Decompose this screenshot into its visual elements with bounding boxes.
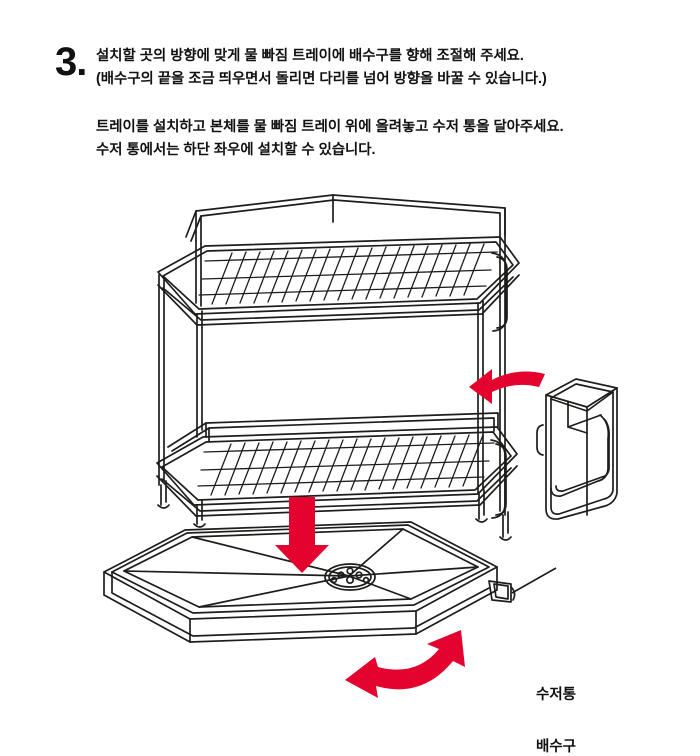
instruction-line: (배수구의 끝을 조금 띄우면서 돌리면 다리를 넘어 방향을 바꿀 수 있습니… — [96, 71, 547, 87]
rotate-tray-arrow — [345, 630, 465, 698]
drain-strainer — [324, 563, 376, 591]
step-number: 3. — [55, 40, 87, 84]
rack-legs — [157, 236, 512, 541]
instruction-paragraph-primary: 설치할 곳의 방향에 맞게 물 빠짐 트레이에 배수구를 향해 조절해 주세요.… — [96, 45, 688, 91]
direction-arrows — [275, 369, 545, 698]
instruction-block: 3. 설치할 곳의 방향에 맞게 물 빠짐 트레이에 배수구를 향해 조절해 주… — [0, 0, 700, 180]
drain-spout — [488, 580, 516, 603]
attach-utensil-holder-arrow — [469, 369, 545, 404]
label-utensil-holder: 수저통 — [536, 687, 577, 703]
instruction-line: 수저 통에서는 하단 좌우에 설치할 수 있습니다. — [96, 142, 376, 158]
drip-tray — [103, 521, 516, 643]
utensil-holder — [536, 378, 618, 520]
drain-label-leader-line — [511, 567, 557, 594]
lower-shelf-grate — [197, 434, 495, 496]
product-illustration: 수저통 배수구 — [0, 175, 700, 755]
upper-shelf-grate — [198, 243, 498, 305]
instruction-line: 설치할 곳의 방향에 맞게 물 빠짐 트레이에 배수구를 향해 조절해 주세요. — [96, 48, 524, 64]
instruction-line: 트레이를 설치하고 본체를 물 빠짐 트레이 위에 올려놓고 수저 통을 달아주… — [96, 119, 564, 135]
rack-lower-shelf — [156, 412, 518, 517]
illustration-svg — [103, 194, 618, 698]
rack-upper-shelf — [157, 194, 520, 326]
label-drain: 배수구 — [536, 739, 577, 755]
rack-wireframe — [103, 194, 618, 643]
place-rack-on-tray-arrow — [275, 497, 329, 573]
utensil-holder-mount-bracket — [490, 252, 508, 519]
instruction-paragraph-secondary: 트레이를 설치하고 본체를 물 빠짐 트레이 위에 올려놓고 수저 통을 달아주… — [96, 116, 688, 162]
